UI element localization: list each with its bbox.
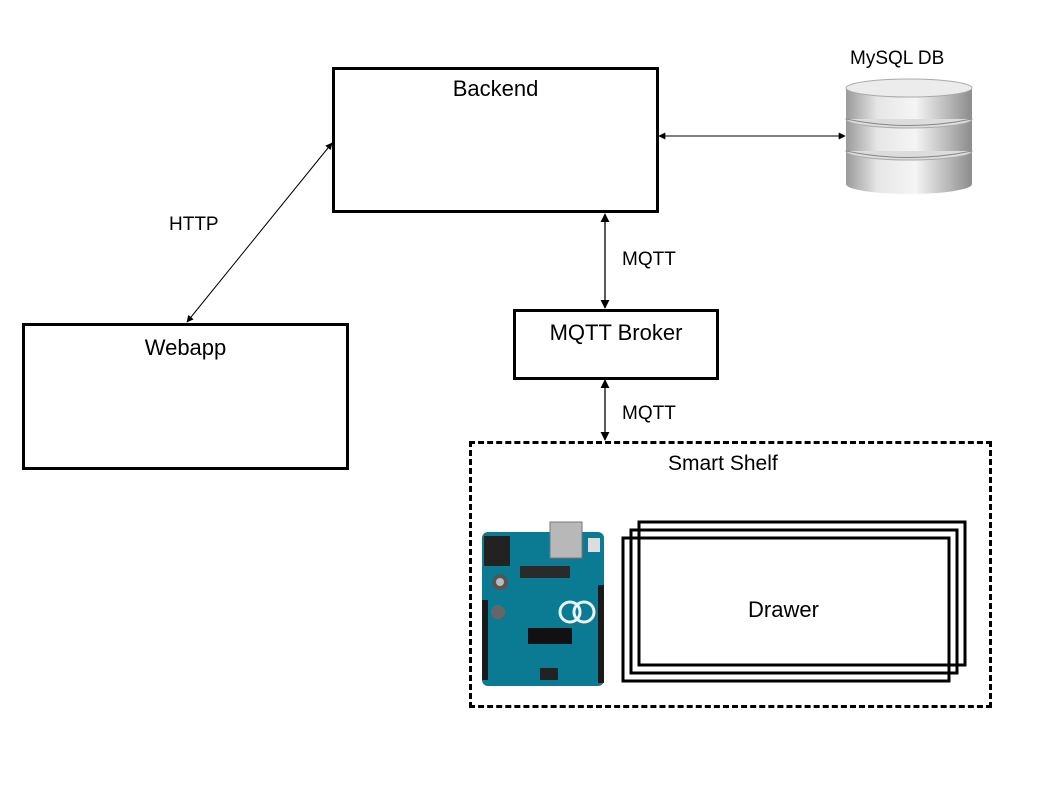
database-label: MySQL DB <box>850 48 945 69</box>
edge-label-mqtt-backend-broker: MQTT <box>622 249 676 270</box>
backend-title: Backend <box>452 76 539 101</box>
drawer-outline-middle <box>629 528 959 675</box>
edge-label-mqtt-broker-shelf: MQTT <box>622 403 676 424</box>
smart-shelf-title: Smart Shelf <box>668 452 778 475</box>
mqtt-broker-title: MQTT Broker <box>549 320 683 345</box>
database-icon <box>845 78 973 194</box>
edge-label-http: HTTP <box>169 214 219 235</box>
drawer-outline-back <box>637 520 967 667</box>
webapp-title: Webapp <box>144 335 227 360</box>
smart-shelf-group <box>469 441 992 708</box>
edge-webapp-backend <box>186 142 333 323</box>
arduino-board-icon <box>482 521 604 686</box>
drawer-outline-front <box>621 536 951 683</box>
drawer-label: Drawer <box>748 597 819 622</box>
mqtt-broker-node: MQTT Broker <box>513 309 719 380</box>
webapp-node: Webapp <box>22 323 349 470</box>
backend-node: Backend <box>332 67 659 213</box>
